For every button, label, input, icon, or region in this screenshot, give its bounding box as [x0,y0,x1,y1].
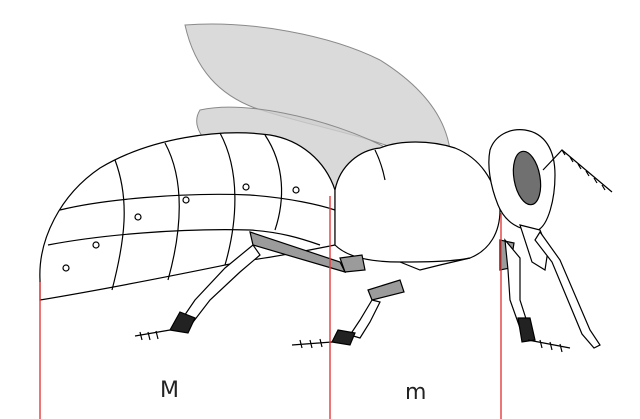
eye [512,150,542,206]
thorax-bump [374,149,386,181]
spiracle [92,241,100,249]
front-foot [517,317,536,343]
thorax-underside [399,257,471,271]
mid-leg-femur [367,279,405,301]
mid-foot [331,329,356,346]
hind-leg-knee [339,254,366,273]
spiracle [182,196,190,204]
front-leg-tibia [504,238,529,329]
head [488,129,613,271]
segment-line [219,132,236,266]
mid-leg-tibia [349,299,381,339]
front-tarsus [527,339,571,353]
spiracle [242,183,250,191]
abdomen-outline [39,132,336,301]
spiracle [134,213,142,221]
legs [134,230,601,353]
abdomen [39,132,336,301]
segment-line [264,134,283,231]
segment-line [47,229,321,246]
measurement-lines [39,196,502,419]
segment-line [59,193,336,211]
segment-line [164,142,180,281]
thorax-outline [334,141,501,263]
spiracle [292,186,300,194]
mid-tarsus [291,338,333,349]
segment-line [111,159,125,291]
hind-foot [169,311,196,334]
label-major-segment: M [160,378,179,403]
spiracle [62,264,70,272]
thorax [334,141,501,263]
label-minor-segment: m [405,380,427,405]
hind-tarsus [134,329,171,341]
antenna [542,149,613,193]
front-leg-rear [534,230,601,349]
